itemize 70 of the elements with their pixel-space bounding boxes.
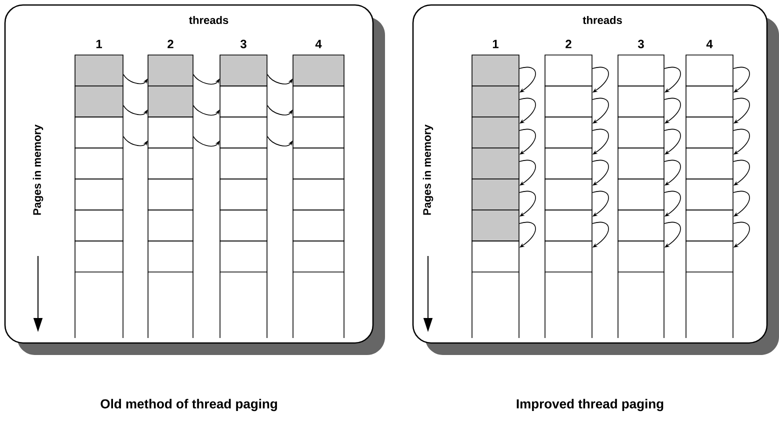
page-cell — [686, 240, 734, 272]
page-cell — [686, 116, 734, 148]
page-cell — [220, 86, 268, 118]
heading: threads — [582, 16, 622, 24]
page-cell — [292, 54, 344, 86]
page-cell — [544, 210, 592, 242]
page-cell — [148, 210, 194, 242]
page-cell — [220, 116, 268, 148]
page-cell — [618, 178, 664, 210]
page-cell — [618, 54, 664, 86]
heading: threads — [189, 16, 228, 24]
page-cell — [544, 240, 592, 272]
page-cell — [74, 116, 124, 148]
page-cell — [686, 210, 734, 242]
page-cell — [292, 210, 344, 242]
column-number: 1 — [96, 40, 102, 48]
page-cell — [148, 54, 194, 86]
column-number: 3 — [638, 40, 644, 48]
column-number: 4 — [706, 40, 713, 48]
page-cell — [472, 148, 520, 180]
page-cell — [292, 148, 344, 180]
column-number: 3 — [240, 40, 246, 48]
column-number: 2 — [168, 40, 174, 48]
page-cell — [148, 86, 194, 118]
page-cell — [220, 210, 268, 242]
page-cell — [618, 240, 664, 272]
page-cell — [618, 148, 664, 180]
page-cell — [686, 54, 734, 86]
page-cell — [544, 54, 592, 86]
page-cell — [148, 240, 194, 272]
panel-title: Improved thread paging — [516, 398, 664, 412]
column-number: 4 — [315, 40, 322, 48]
axis-label: Pages in memory — [422, 124, 434, 215]
column-number: 2 — [566, 40, 572, 48]
page-cell — [544, 178, 592, 210]
page-cell — [292, 86, 344, 118]
page-cell — [220, 178, 268, 210]
page-cell — [686, 148, 734, 180]
page-cell — [292, 178, 344, 210]
axis-label: Pages in memory — [32, 124, 44, 215]
page-cell — [618, 116, 664, 148]
page-cell — [472, 240, 520, 272]
page-cell — [220, 240, 268, 272]
page-cell — [74, 210, 124, 242]
page-cell — [74, 54, 124, 86]
page-cell — [148, 148, 194, 180]
page-cell — [292, 116, 344, 148]
page-cell — [74, 86, 124, 118]
panel-title: Old method of thread paging — [100, 398, 277, 412]
page-cell — [472, 54, 520, 86]
page-cell — [544, 148, 592, 180]
page-cell — [544, 116, 592, 148]
page-cell — [618, 86, 664, 118]
page-cell — [74, 240, 124, 272]
page-cell — [544, 86, 592, 118]
page-cell — [148, 178, 194, 210]
column-number: 1 — [492, 40, 498, 48]
page-cell — [472, 116, 520, 148]
page-cell — [220, 54, 268, 86]
page-cell — [472, 210, 520, 242]
page-cell — [220, 148, 268, 180]
page-cell — [292, 240, 344, 272]
page-cell — [74, 178, 124, 210]
page-cell — [618, 210, 664, 242]
page-cell — [74, 148, 124, 180]
page-cell — [472, 86, 520, 118]
page-cell — [686, 178, 734, 210]
page-cell — [148, 116, 194, 148]
page-cell — [472, 178, 520, 210]
page-cell — [686, 86, 734, 118]
